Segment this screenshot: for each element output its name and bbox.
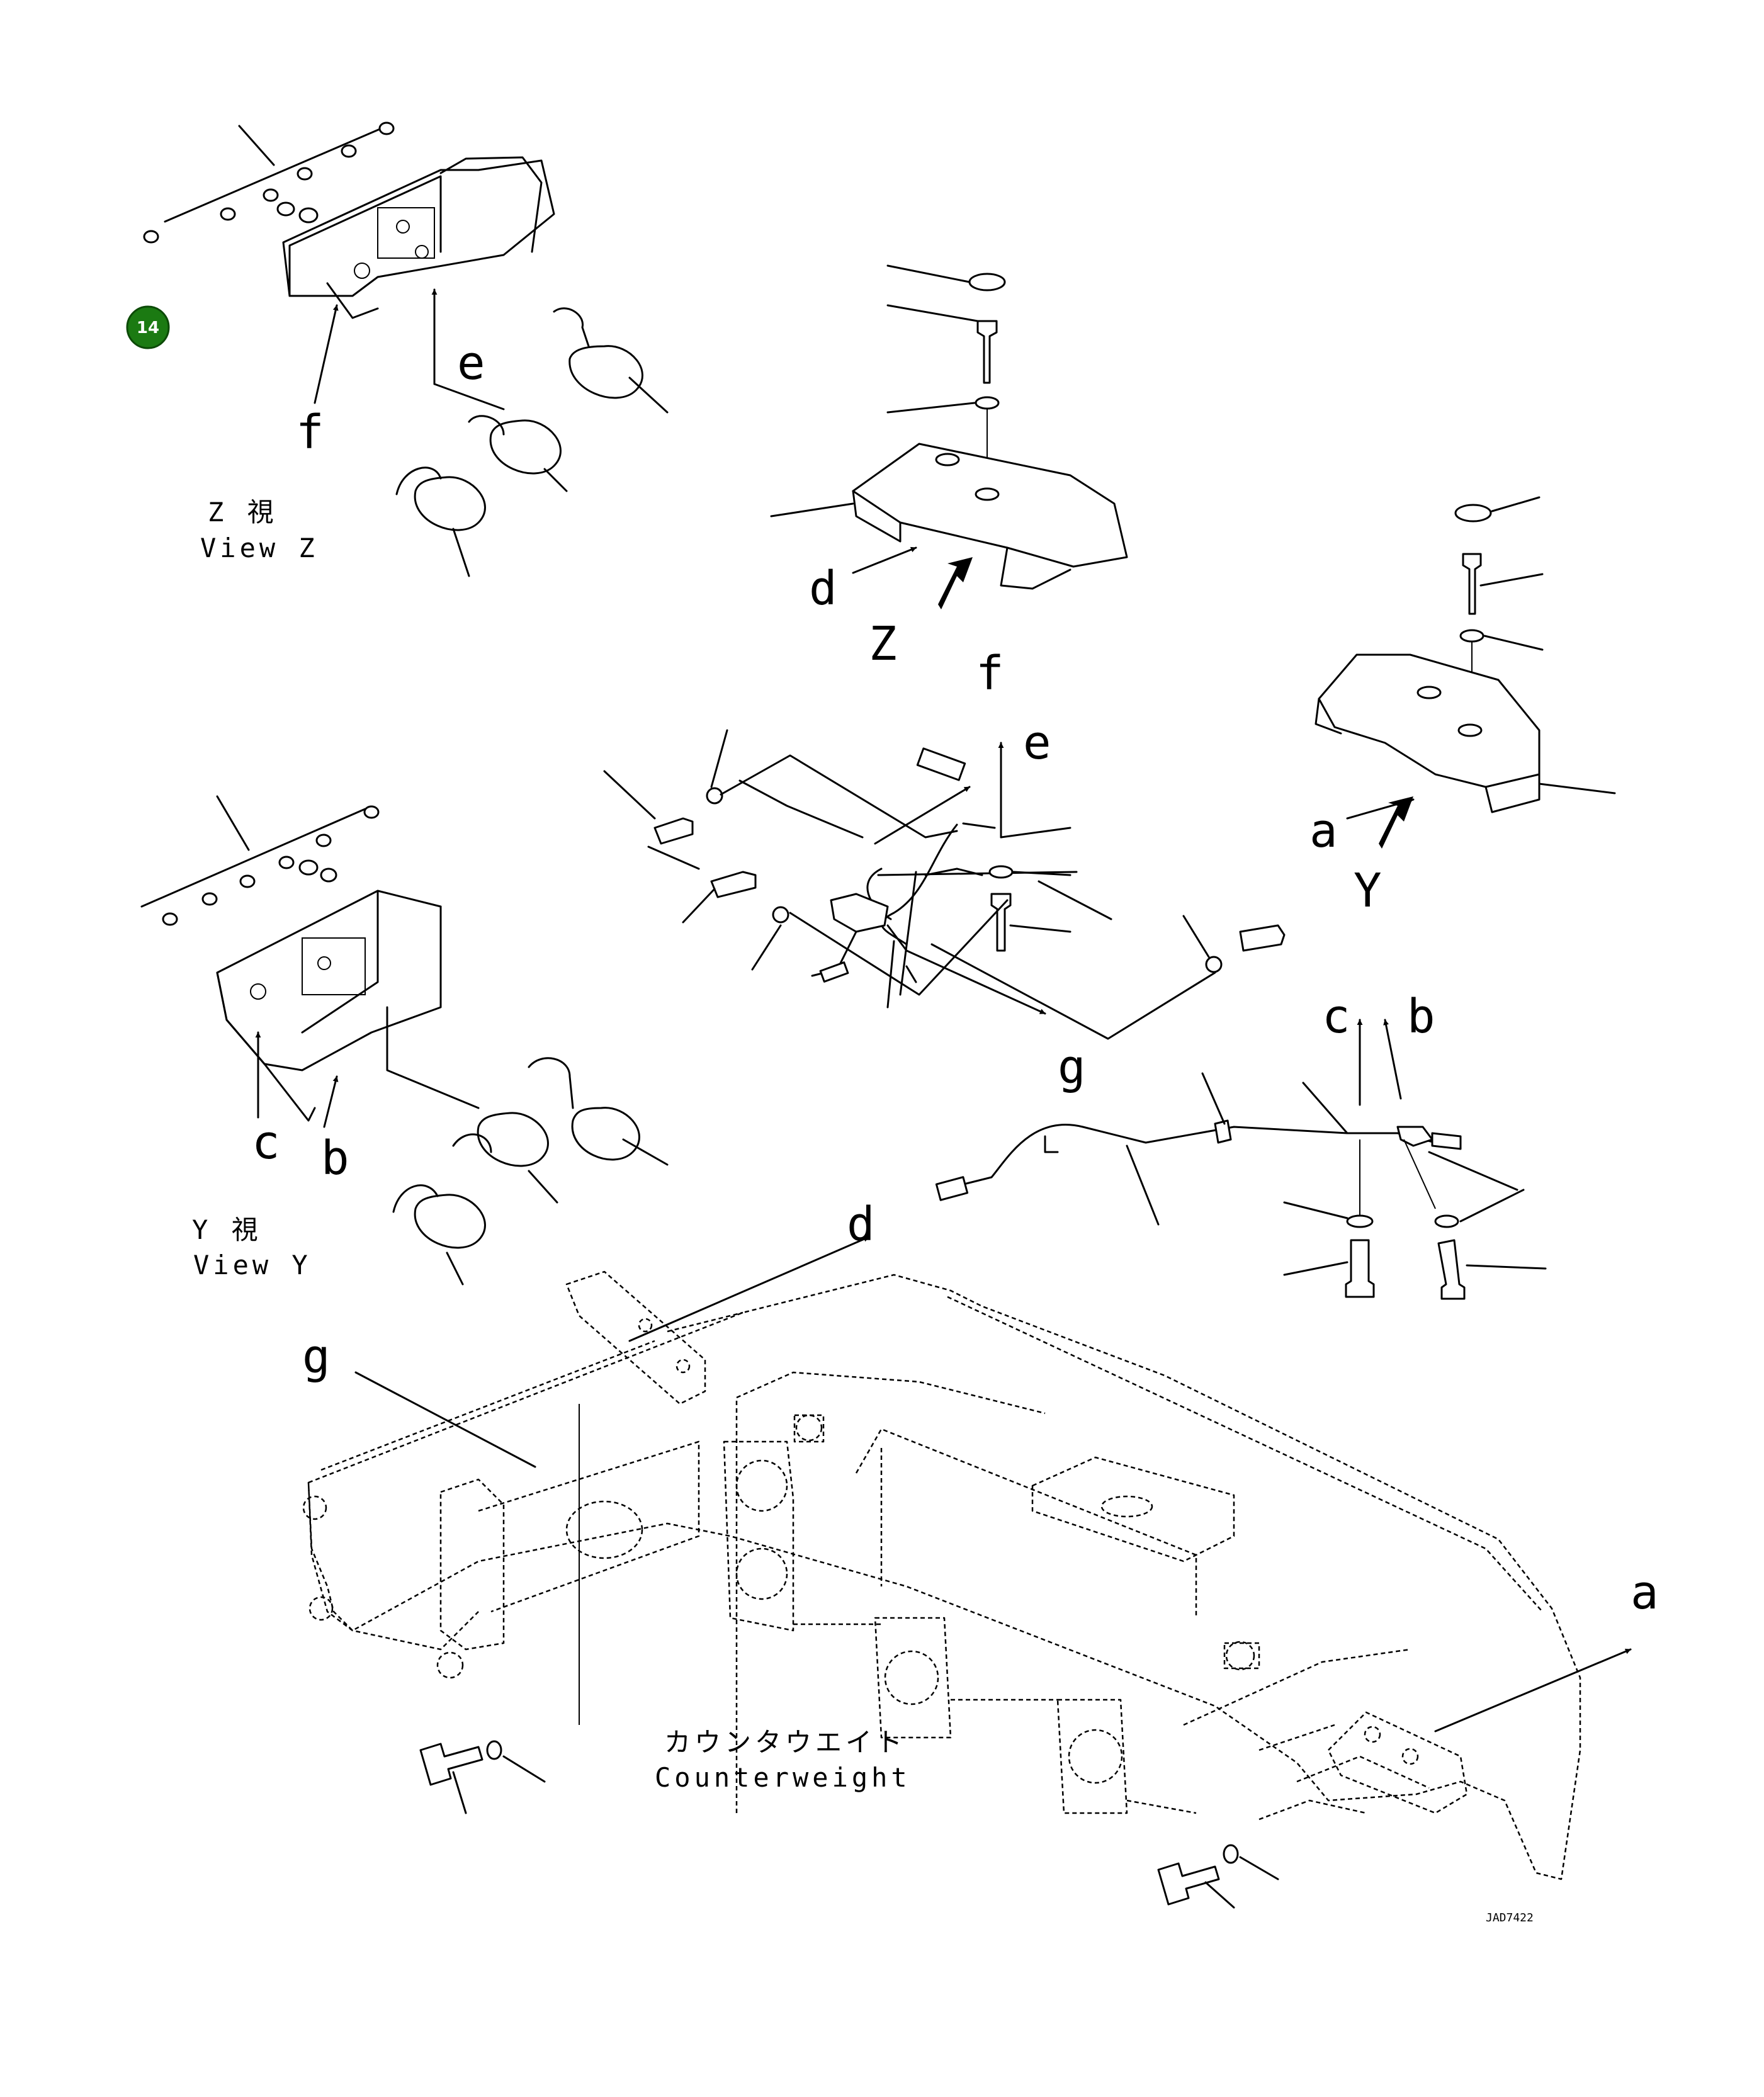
label-d-top: d xyxy=(809,562,837,616)
bolt-bottom-left xyxy=(419,1740,546,1814)
counterweight-label-en: Counterweight xyxy=(655,1762,911,1793)
cover-z-assembly xyxy=(770,264,1128,609)
label-b-y: b xyxy=(321,1131,349,1185)
label-b-right: b xyxy=(1407,990,1435,1044)
label-f-z: f xyxy=(296,405,324,460)
label-g-center: g xyxy=(1058,1040,1086,1094)
nut-row-z xyxy=(143,122,395,244)
horn-y-3 xyxy=(392,1184,486,1286)
horn-z-2 xyxy=(468,415,568,492)
counterweight-label-jp: カウンタウエイト xyxy=(664,1727,906,1758)
arrow-d xyxy=(628,1236,870,1342)
view-y-title-en: View Y xyxy=(193,1250,312,1280)
view-z-bracket-assembly xyxy=(143,122,669,577)
label-e-center: e xyxy=(1023,716,1051,770)
view-y-title-jp: Y 視 xyxy=(192,1214,262,1245)
arrow-a xyxy=(1434,1648,1632,1732)
counterweight xyxy=(302,1270,1581,1880)
nut-row-y xyxy=(162,805,380,926)
cover-y-assembly xyxy=(1315,496,1616,849)
label-Y: Y xyxy=(1354,864,1382,918)
bolt-right-harness xyxy=(930,915,1286,1040)
label-c-y: c xyxy=(252,1116,280,1170)
label-c-right: c xyxy=(1322,990,1350,1044)
wiring-harness-right xyxy=(935,1019,1547,1300)
label-a-top: a xyxy=(1309,804,1338,858)
drawing-code: JAD7422 xyxy=(1486,1911,1534,1925)
view-z-title-en: View Z xyxy=(200,533,319,563)
view-y-bracket-assembly xyxy=(140,795,669,1286)
wiring-harness-center xyxy=(603,729,1112,1015)
arrow-g xyxy=(354,1371,536,1468)
bolt-bottom-right xyxy=(1157,1844,1279,1909)
horn-z-3 xyxy=(395,466,486,577)
index-badge[interactable]: 14 xyxy=(126,305,170,349)
label-g-bottom: g xyxy=(302,1330,331,1384)
horn-y-1 xyxy=(528,1057,669,1166)
horn-z-1 xyxy=(553,307,669,414)
horn-y-2 xyxy=(452,1112,558,1204)
label-f-center: f xyxy=(976,647,1004,701)
view-z-title-jp: Z 視 xyxy=(208,497,278,528)
label-Z: Z xyxy=(869,617,897,671)
label-e-z: e xyxy=(457,336,485,390)
label-a-bottom: a xyxy=(1631,1566,1659,1620)
index-badge-number: 14 xyxy=(137,319,159,337)
label-d-bottom: d xyxy=(847,1197,875,1252)
